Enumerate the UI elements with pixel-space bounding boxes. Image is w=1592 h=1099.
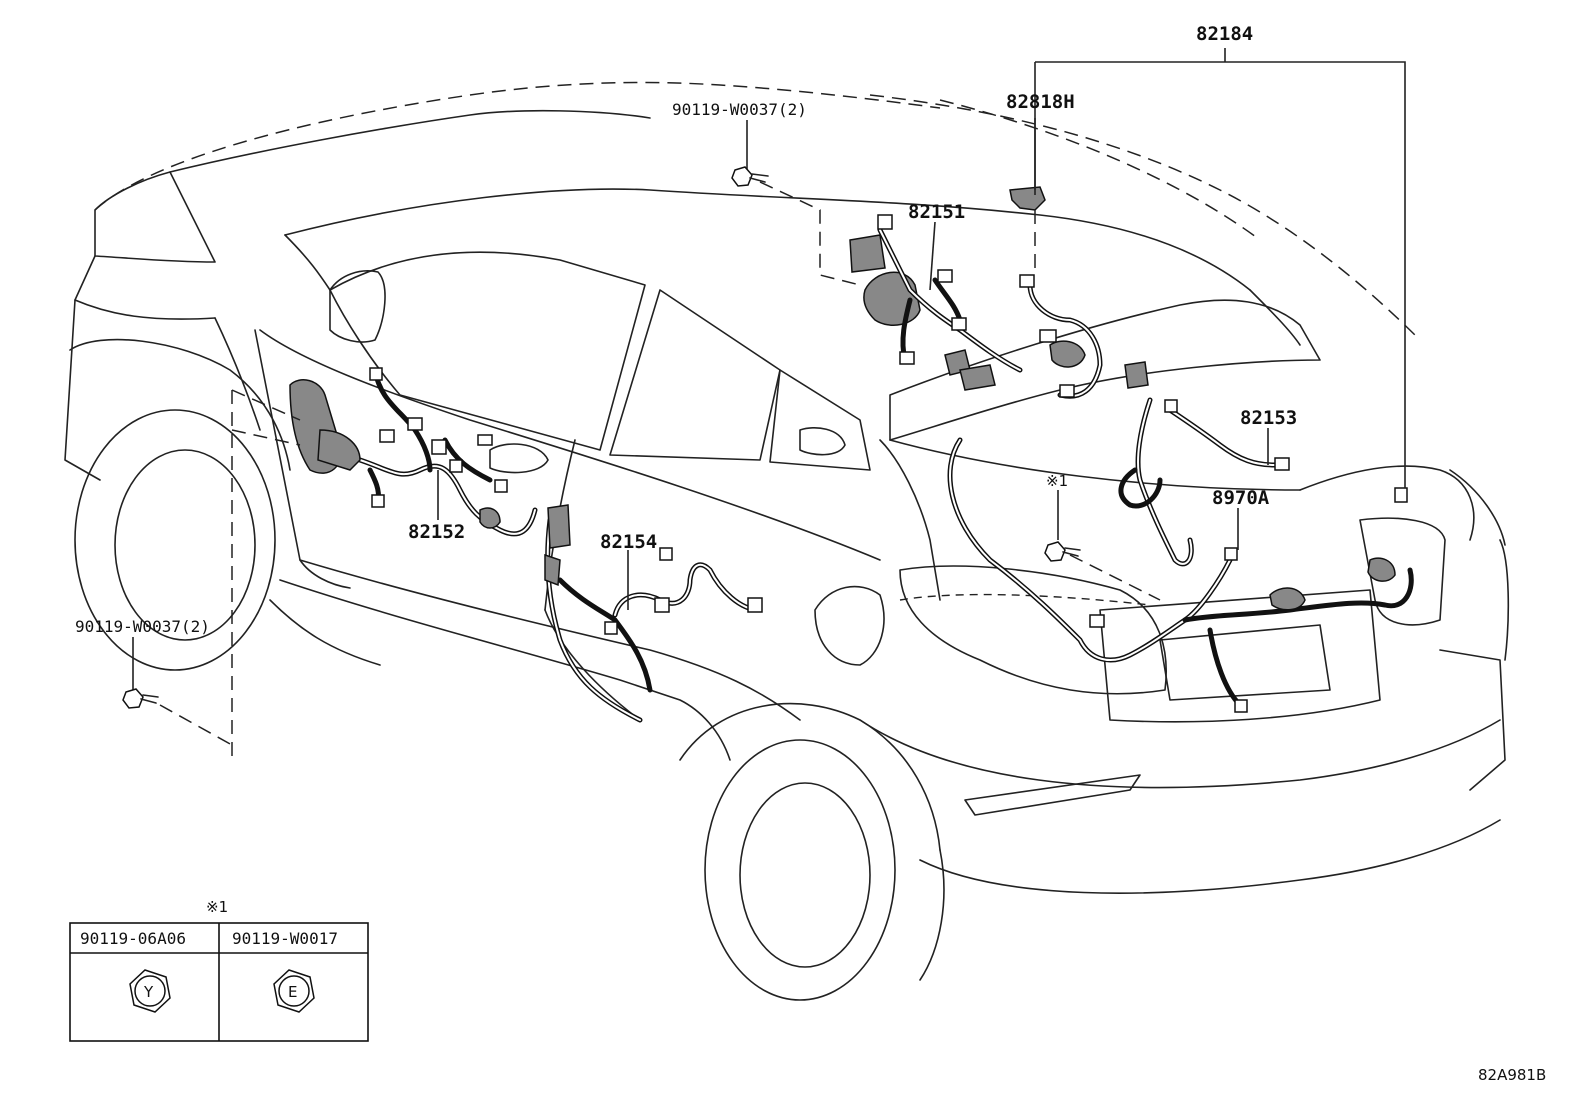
legend-note-mark: ※1	[206, 898, 228, 916]
label-82153: 82153	[1240, 407, 1297, 429]
harness-82154	[544, 504, 763, 723]
label-90119-top: 90119-W0037(2)	[672, 100, 807, 119]
legend-symbol-e: E	[288, 983, 297, 1001]
harness-82184	[947, 274, 1414, 713]
label-8970A: 8970A	[1212, 487, 1270, 509]
hex-nut-e-icon: E	[273, 969, 315, 1013]
part-82818H	[1009, 186, 1046, 211]
harness-82152	[289, 367, 538, 537]
legend-symbol-y: Y	[143, 983, 154, 1001]
legend-col1-header: 90119-06A06	[80, 929, 186, 948]
legend-table: ※1 90119-06A06 90119-W0017 Y E	[69, 898, 369, 1042]
harness-82151	[849, 214, 1023, 391]
assembly-dashed-lines	[159, 181, 1161, 760]
bolt-right	[1044, 541, 1081, 562]
part-labels: 82184 82818H 90119-W0037(2) 82151 82153 …	[75, 23, 1297, 636]
label-90119-left: 90119-W0037(2)	[75, 617, 210, 636]
label-82151: 82151	[908, 201, 965, 223]
legend-col2-header: 90119-W0017	[232, 929, 338, 948]
vehicle-body-outline	[64, 81, 1510, 1001]
harness-82153	[1164, 399, 1290, 471]
hex-nut-y-icon: Y	[129, 969, 171, 1013]
label-82154: 82154	[600, 531, 657, 553]
diagram-code: 82A981B	[1478, 1066, 1546, 1084]
bolt-left	[122, 688, 159, 709]
leader-lines	[132, 48, 1406, 690]
label-82818H: 82818H	[1006, 91, 1075, 113]
label-82184: 82184	[1196, 23, 1253, 45]
label-82152: 82152	[408, 521, 465, 543]
bolt-top	[731, 166, 769, 187]
label-note-mark-right: ※1	[1046, 472, 1068, 490]
